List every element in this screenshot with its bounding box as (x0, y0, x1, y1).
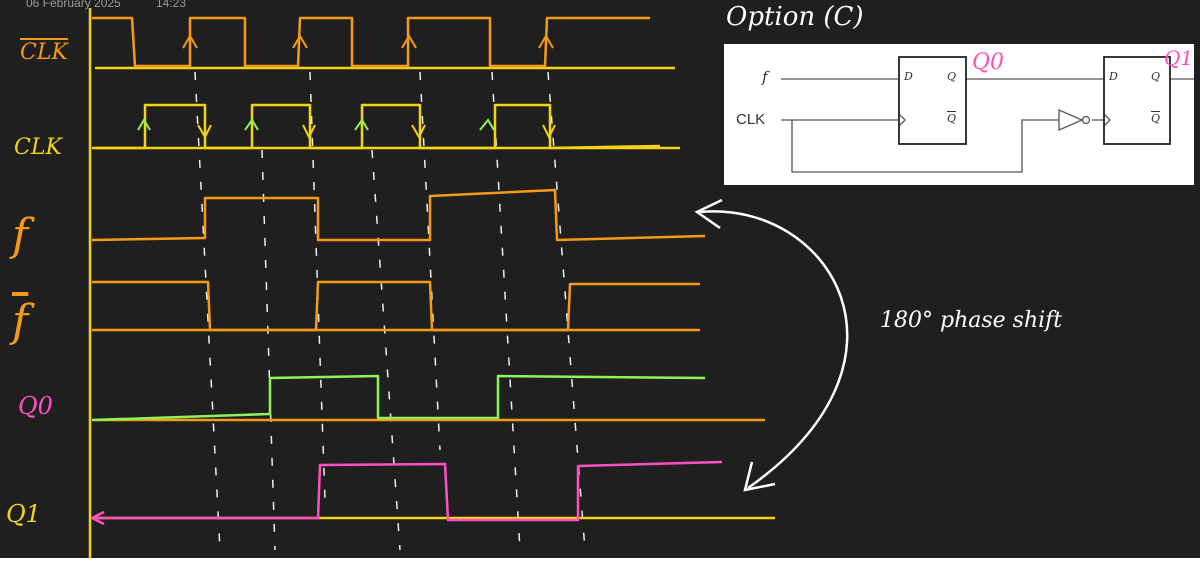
dashed-guides (194, 71, 586, 551)
ff1-qbar: Q (1151, 112, 1161, 125)
edge-markers (137, 34, 556, 140)
ff0-qbar: Q (947, 112, 957, 125)
signal-label-f: f (12, 210, 29, 261)
ff1-q: Q (1151, 70, 1161, 83)
flip-flop-0 (898, 56, 967, 145)
circuit-input-clk: CLK (736, 111, 766, 128)
signal-label-clk-bar: CLK (20, 40, 68, 65)
clk-bar-wave (92, 16, 650, 68)
clk-wave (92, 103, 661, 150)
ff0-q: Q (947, 70, 957, 83)
signal-label-q1: Q1 (6, 500, 41, 528)
signal-label-f-bar: f (12, 296, 29, 347)
signal-label-q0: Q0 (18, 392, 53, 420)
f-wave (91, 188, 706, 242)
q1-arrow-head (90, 510, 105, 526)
circuit-image: f CLK D Q Q D Q Q Q0 Q1 (724, 44, 1194, 185)
circuit-q0-label: Q0 (972, 50, 1005, 75)
signal-label-clk: CLK (14, 135, 62, 160)
time-stamp: 14:23 (156, 0, 187, 10)
phase-shift-annotation: 180° phase shift (880, 308, 1063, 333)
arrow-head-top (694, 198, 723, 230)
q0-wave (91, 374, 706, 422)
flip-flop-1 (1103, 56, 1171, 145)
date-stamp: 06 February 2025 (26, 0, 121, 10)
circuit-q1-label: Q1 (1164, 46, 1194, 70)
bottom-bar (0, 558, 1200, 580)
phase-shift-arrow (699, 210, 849, 490)
ff0-d: D (904, 70, 913, 83)
f-bar-wave (92, 280, 700, 332)
arrow-head-bottom (743, 461, 776, 492)
circuit-title: Option (C) (726, 2, 864, 32)
ff1-d: D (1109, 70, 1118, 83)
circuit-input-f: f (762, 68, 768, 86)
q1-wave (92, 460, 723, 522)
